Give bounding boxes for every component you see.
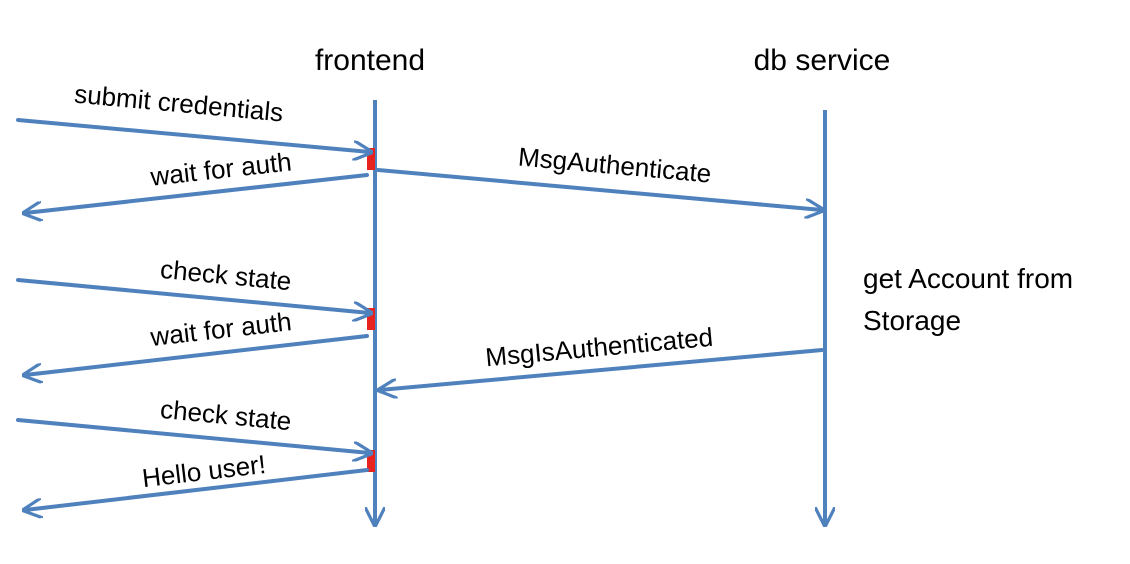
msg-authenticate-label: MsgAuthenticate xyxy=(517,141,713,188)
get-account-note-line-1: get Account from xyxy=(863,263,1073,294)
msg-authenticate-arrow xyxy=(376,168,822,210)
check-state-1-arrow xyxy=(16,278,370,313)
submit-credentials-label: submit credentials xyxy=(73,79,284,128)
msg-is-authenticated-arrow xyxy=(380,348,824,390)
check-state-2-label: check state xyxy=(159,394,293,436)
get-account-note-line-2: Storage xyxy=(863,305,961,336)
submit-credentials-arrow xyxy=(16,118,370,152)
frontend-lifeline-label: frontend xyxy=(315,44,425,77)
check-state-1-label: check state xyxy=(159,254,293,296)
check-state-2-arrow xyxy=(16,418,370,453)
wait-for-auth-1-arrow xyxy=(25,173,369,213)
db-service-lifeline-label: db service xyxy=(754,44,891,77)
wait-for-auth-2-arrow xyxy=(25,334,369,375)
hello-user-label: Hello user! xyxy=(140,449,267,493)
hello-user-arrow xyxy=(25,468,369,510)
